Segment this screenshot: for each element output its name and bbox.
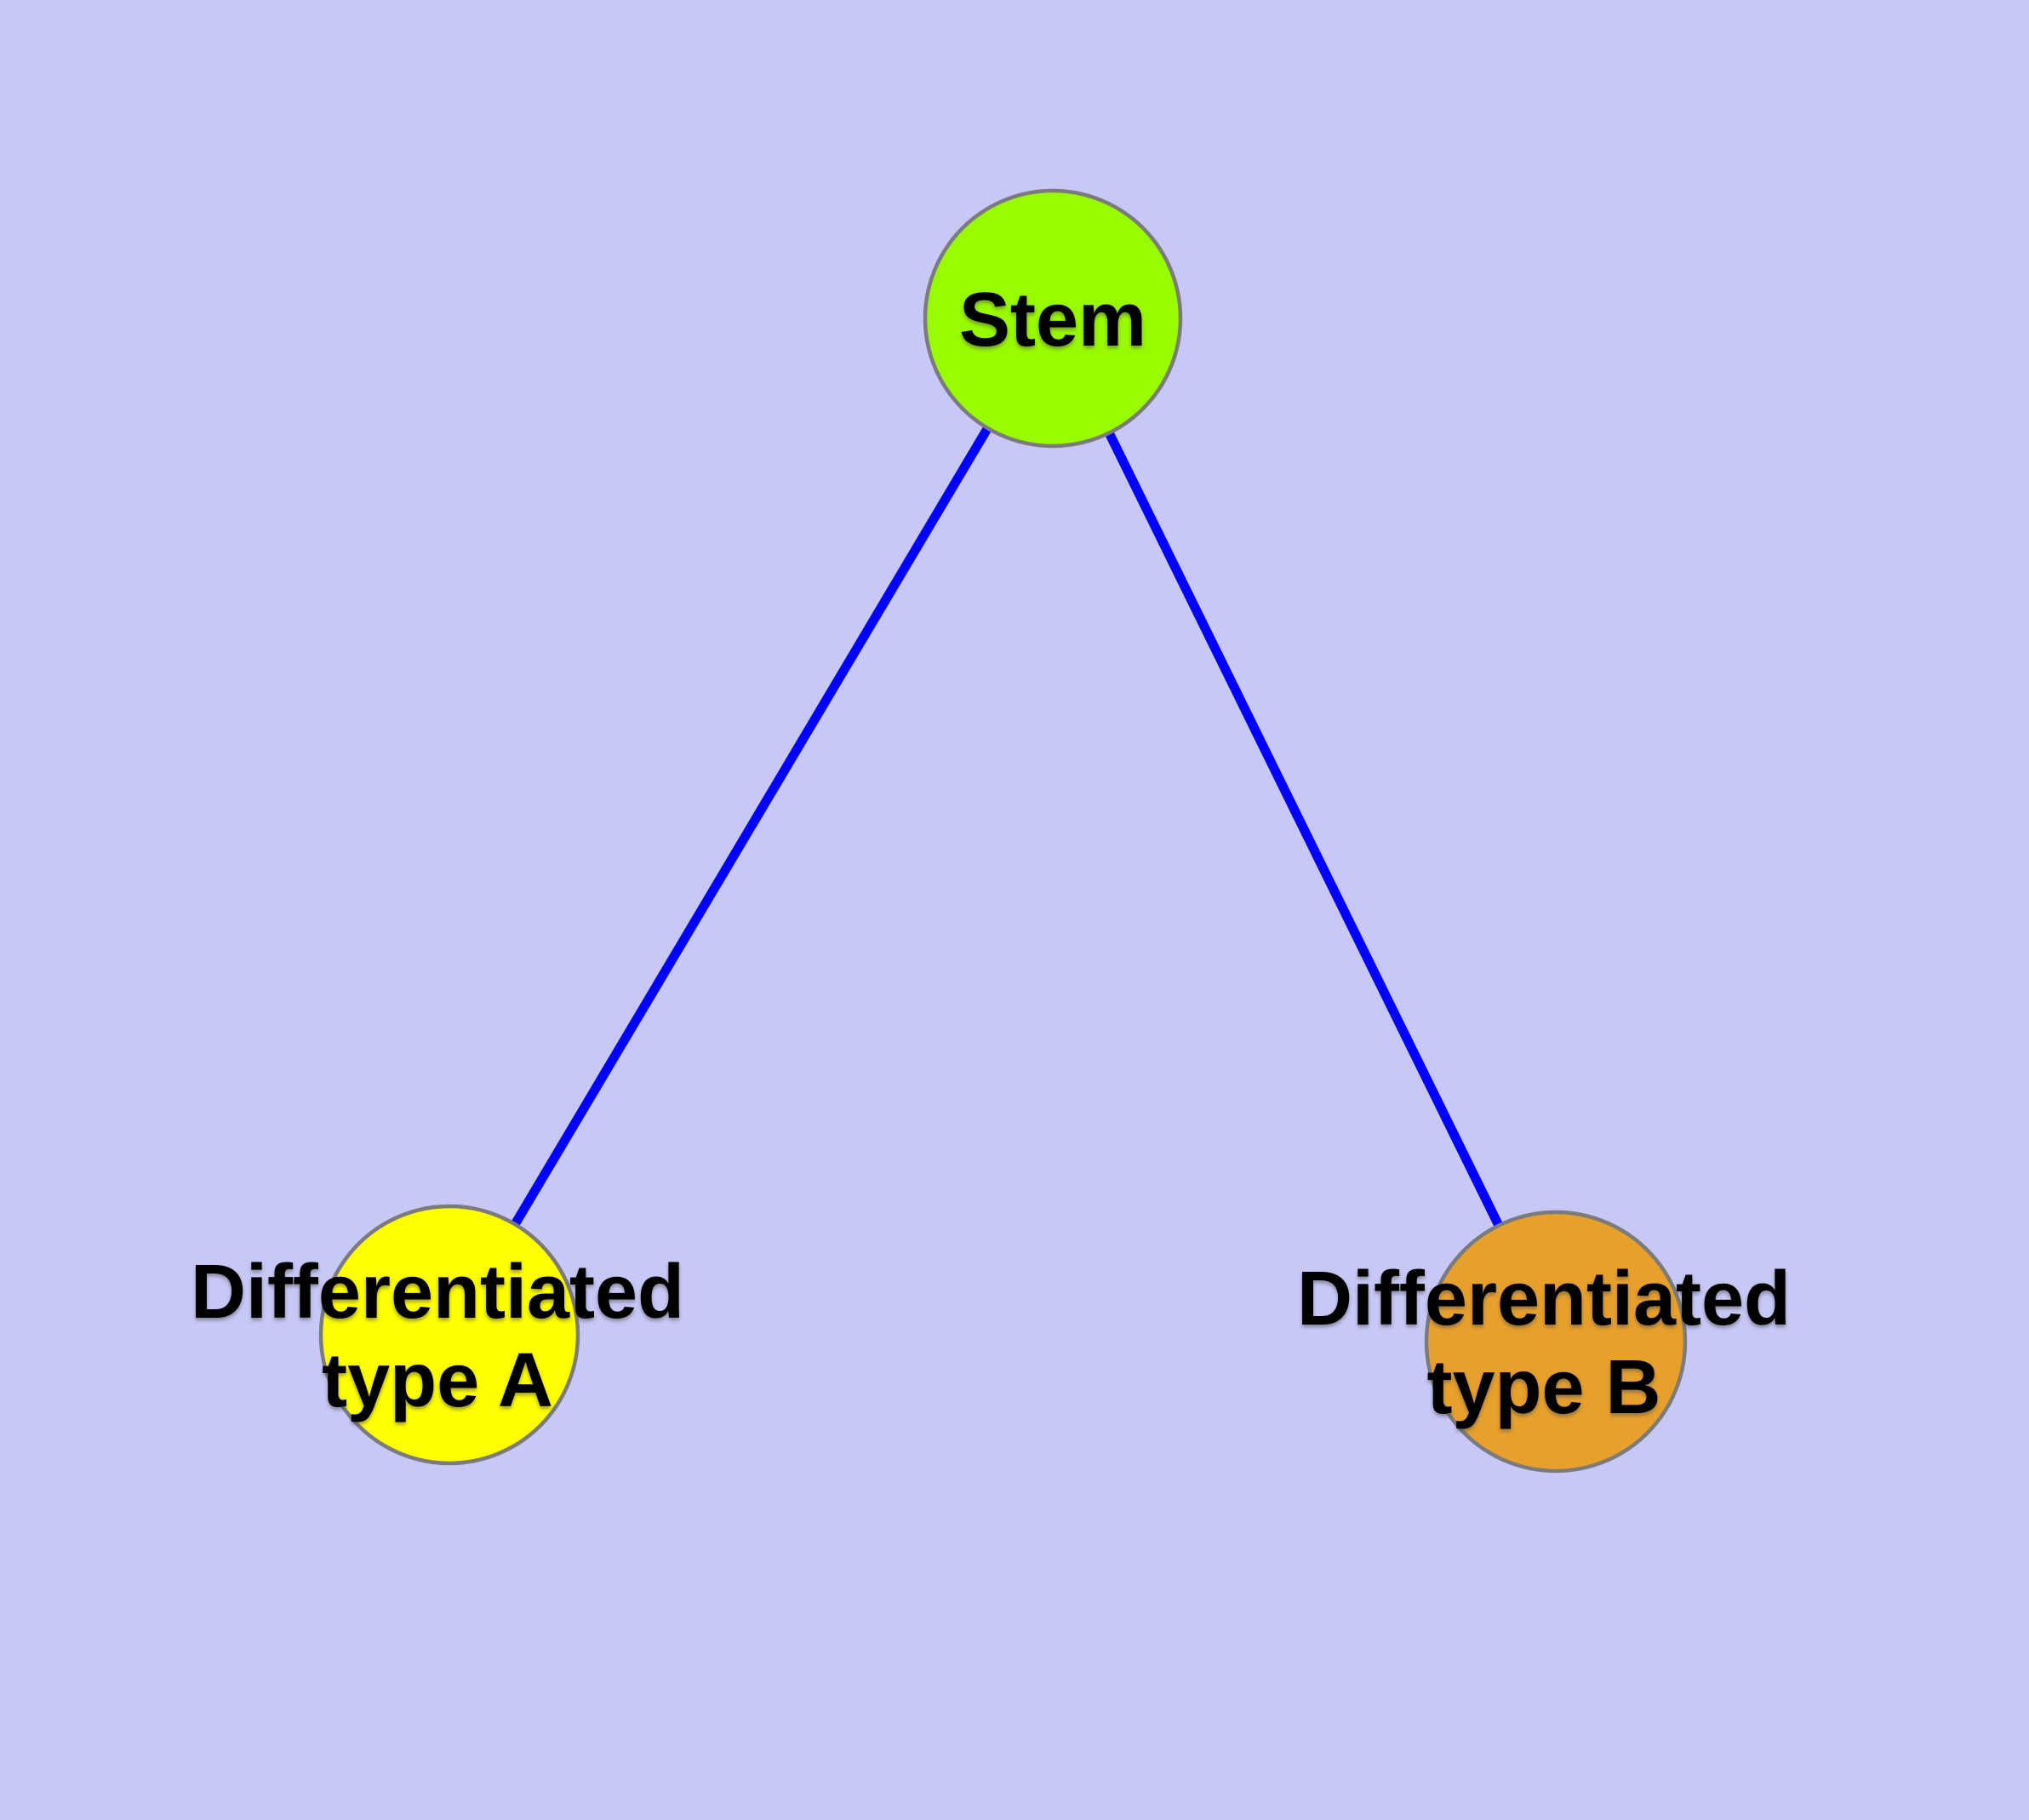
node-stem-label: Stem (959, 278, 1146, 363)
node-type-b-circle (1424, 1210, 1688, 1474)
node-type-b-label-line2: type B (1426, 1345, 1660, 1430)
node-type-b-label-line1: Differentiated (1297, 1256, 1791, 1342)
node-type-a-circle (318, 1204, 580, 1466)
node-stem-circle (923, 188, 1183, 449)
edge-stem-to-type-a (445, 316, 1057, 1337)
node-type-a-label-line1: Differentiated (191, 1250, 684, 1335)
node-type-a-label-line2: type A (322, 1338, 553, 1423)
edge-stem-to-type-b (1049, 316, 1560, 1344)
